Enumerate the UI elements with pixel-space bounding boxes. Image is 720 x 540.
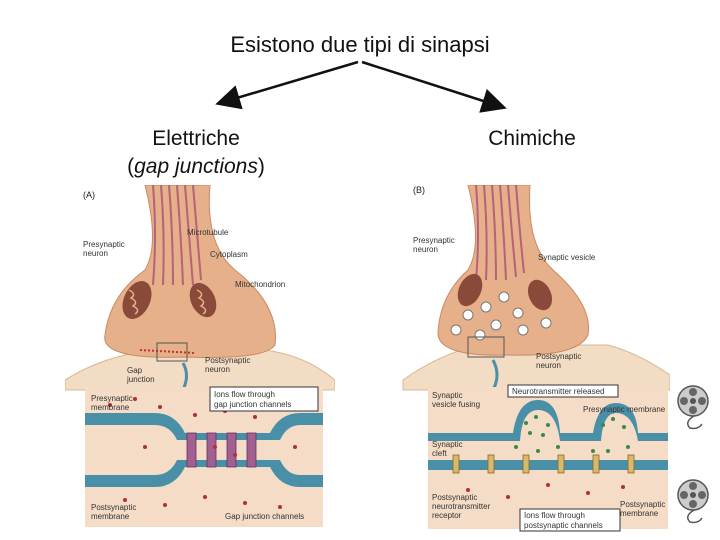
label-ions-flow-a2: gap junction channels — [214, 400, 291, 409]
label-neurotransmitter-released: Neurotransmitter released — [512, 387, 604, 396]
presynaptic-terminal — [104, 185, 276, 358]
synaptic-vesicles — [450, 291, 552, 341]
mitochondria — [122, 281, 217, 319]
page-title: Esistono due tipi di sinapsi — [230, 32, 490, 57]
arrow-right — [361, 60, 507, 113]
panel-electrical-synapse: (A) Microtubule Presynaptic neuron Cytop… — [65, 185, 335, 527]
label-postsynaptic-membrane-b1: Postsynaptic — [620, 500, 665, 509]
microtubules — [152, 185, 202, 286]
label-postsynaptic-membrane-a2: membrane — [91, 512, 130, 521]
panel-b-tag: (B) — [413, 185, 425, 195]
label-synaptic-vesicle-fusing-2: vesicle fusing — [432, 400, 480, 409]
label-gap-junction-2: junction — [126, 375, 155, 384]
label-synaptic-cleft-1: Synaptic — [432, 440, 463, 449]
label-presynaptic-membrane-b: Presynaptic membrane — [583, 405, 666, 414]
label-postsynaptic-membrane-a1: Postsynaptic — [91, 503, 136, 512]
heading-electrical-line2: (gap junctions) — [127, 155, 265, 178]
label-presynaptic-neuron-b2: neuron — [413, 245, 438, 254]
heading-electrical-line1: Elettriche — [152, 127, 240, 150]
label-synaptic-cleft-2: cleft — [432, 449, 447, 458]
label-gap-junction-channels: Gap junction channels — [225, 512, 304, 521]
presynaptic-terminal-b — [437, 185, 590, 356]
heading-chemical: Chimiche — [488, 127, 576, 150]
label-microtubule: Microtubule — [187, 228, 229, 237]
label-presynaptic-neuron-a2: neuron — [83, 249, 108, 258]
label-ions-flow-b1: Ions flow through — [524, 511, 585, 520]
film-reel-icon[interactable] — [676, 384, 712, 430]
heading-electrical-italic: gap junctions — [134, 155, 258, 178]
label-postsynaptic-membrane-b2: membrane — [620, 509, 659, 518]
branch-arrows — [215, 60, 507, 113]
label-gap-junction-1: Gap — [127, 366, 143, 375]
label-presynaptic-membrane-a1: Presynaptic — [91, 394, 133, 403]
label-presynaptic-neuron-b1: Presynaptic — [413, 236, 455, 245]
panel-a-tag: (A) — [83, 190, 95, 200]
label-ions-flow-a1: Ions flow through — [214, 390, 275, 399]
chemical-zoom-inset: Neurotransmitter released Synaptic vesic… — [428, 384, 668, 532]
label-mitochondrion: Mitochondrion — [235, 280, 285, 289]
film-reel-icon[interactable] — [676, 478, 712, 524]
label-cytoplasm: Cytoplasm — [210, 250, 248, 259]
label-postsynaptic-neuron-a2: neuron — [205, 365, 230, 374]
label-ions-flow-b2: postsynaptic channels — [524, 521, 603, 530]
panel-chemical-synapse: (B) Presynaptic neuron Synaptic vesicle … — [402, 185, 670, 532]
label-presynaptic-membrane-a2: membrane — [91, 403, 130, 412]
label-postsynaptic-neuron-b2: neuron — [536, 361, 561, 370]
label-synaptic-vesicle-fusing-1: Synaptic — [432, 391, 463, 400]
label-receptor-3: receptor — [432, 511, 462, 520]
heading-electrical: Elettriche (gap junctions) — [96, 125, 296, 181]
label-postsynaptic-neuron-b1: Postsynaptic — [536, 352, 581, 361]
label-receptor-1: Postsynaptic — [432, 493, 477, 502]
label-presynaptic-neuron-a1: Presynaptic — [83, 240, 125, 249]
label-synaptic-vesicle: Synaptic vesicle — [538, 253, 596, 262]
label-receptor-2: neurotransmitter — [432, 502, 491, 511]
arrow-left — [215, 60, 359, 110]
label-postsynaptic-neuron-a1: Postsynaptic — [205, 356, 250, 365]
electrical-zoom-inset: Ions flow through gap junction channels … — [85, 386, 323, 527]
